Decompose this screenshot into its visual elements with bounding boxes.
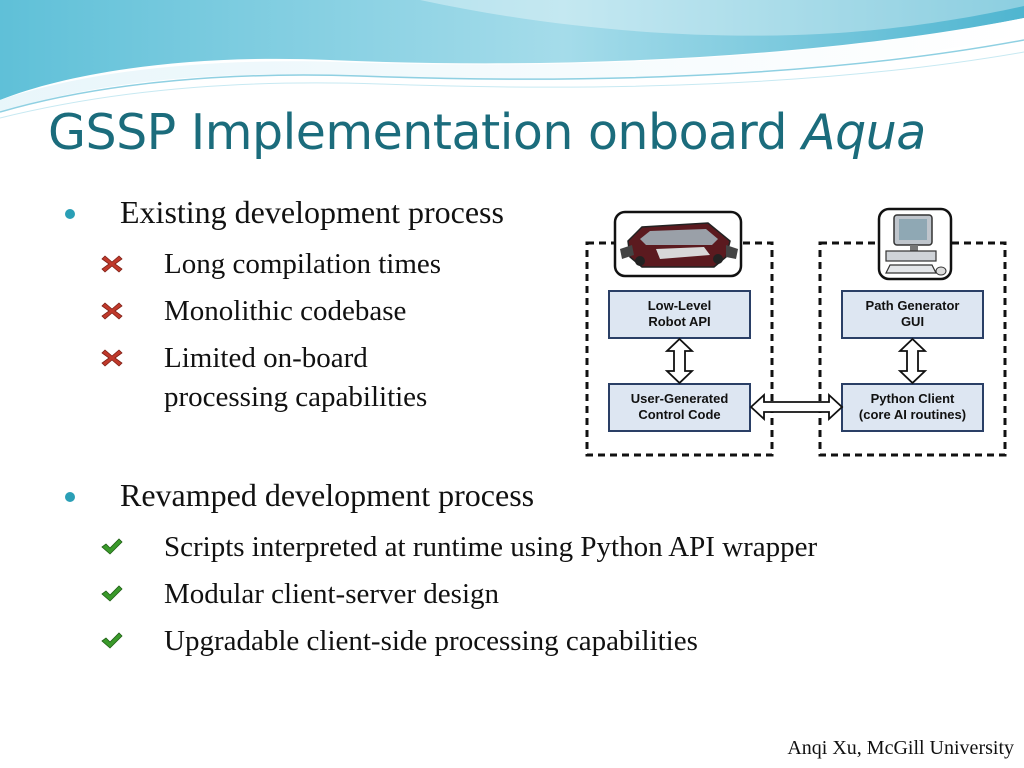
architecture-diagram: Low-Level Robot API User-Generated Contr… [585, 207, 1007, 457]
python-client-label-2: (core AI routines) [859, 407, 966, 422]
low-level-api-label-2: Robot API [648, 314, 710, 329]
slide-title: GSSP Implementation onboard Aqua [48, 104, 926, 161]
list-item-line: Limited on-board [164, 342, 368, 374]
computer-dashed-container [818, 241, 1007, 457]
control-code-label-2: Control Code [638, 407, 720, 422]
bullet-dot [65, 209, 75, 219]
bullet-revamped-process: Revamped development process [120, 477, 535, 513]
list-item: Upgradable client-side processing capabi… [164, 625, 698, 657]
green-check-icon [101, 632, 123, 649]
red-x-icon [101, 349, 123, 367]
header-wave-decoration [0, 0, 1024, 119]
control-code-label-1: User-Generated [631, 391, 729, 406]
control-code-box [608, 383, 751, 432]
list-item: Monolithic codebase [164, 295, 407, 327]
red-x-icon [101, 302, 123, 320]
green-check-icon [101, 538, 123, 555]
bullet-existing-process: Existing development process [120, 194, 504, 230]
robot-dashed-container [585, 241, 774, 457]
python-client-box [841, 383, 984, 432]
green-check-icon [101, 585, 123, 602]
red-x-icon [101, 255, 123, 273]
path-generator-label-1: Path Generator [866, 298, 960, 313]
slide-title-main: GSSP Implementation onboard [48, 104, 803, 161]
python-client-label-1: Python Client [871, 391, 955, 406]
low-level-api-box [608, 290, 751, 339]
low-level-api-label-1: Low-Level [648, 298, 712, 313]
path-generator-label-2: GUI [901, 314, 924, 329]
list-item: Scripts interpreted at runtime using Pyt… [164, 531, 818, 563]
robot-icon [613, 210, 743, 278]
list-item-line: processing capabilities [164, 381, 428, 413]
vertical-double-arrow [664, 337, 695, 385]
bullet-dot [65, 492, 75, 502]
computer-icon [877, 207, 953, 281]
list-item: Modular client-server design [164, 578, 500, 610]
horizontal-double-arrow [749, 392, 844, 422]
vertical-double-arrow [897, 337, 928, 385]
slide-title-italic: Aqua [802, 104, 926, 161]
footer-credit: Anqi Xu, McGill University [787, 737, 1014, 759]
list-item: Long compilation times [164, 248, 442, 280]
